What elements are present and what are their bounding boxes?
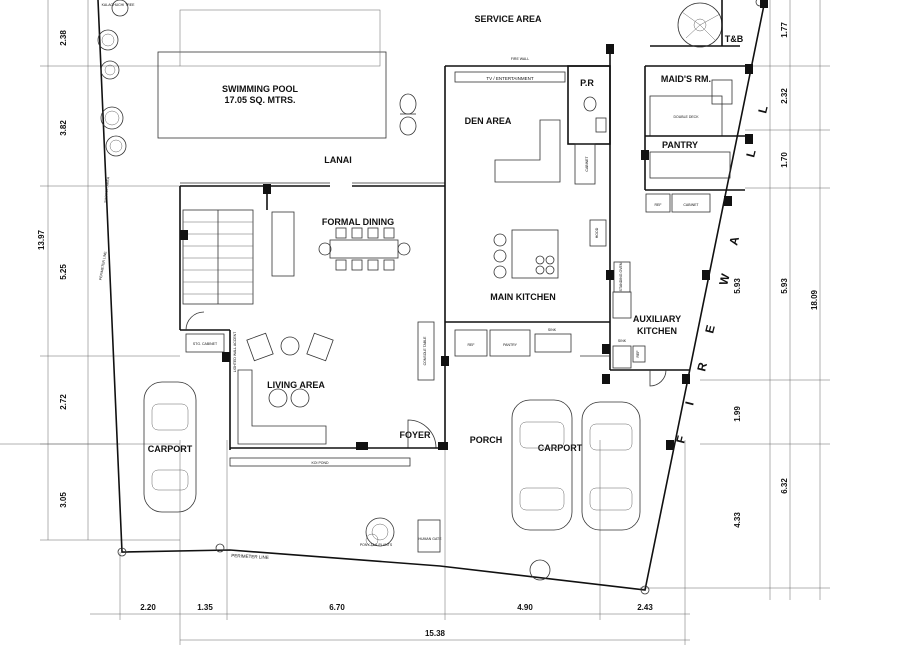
living-sofa [237,369,327,445]
tb-label: T&B [725,34,744,44]
den-sofa [494,119,561,183]
structural-columns [180,0,768,450]
spiral-stair [677,2,723,48]
koi-pond [229,457,411,467]
perimeter-line-left-label: PERIMETER LINE [99,250,108,280]
dim-bottom-5: 2.43 [637,603,653,612]
ref-lower-label: REF [468,343,475,347]
right-dimensions: 1.77 2.32 1.70 5.93 1.99 4.33 5.93 6.32 … [733,22,819,528]
den-area-label: DEN AREA [465,116,512,126]
koi-pond-label: KOI POND [311,461,329,465]
dim-right-5: 1.99 [733,406,742,422]
lighted-wall-accent-label: LIGHTED WALL ACCENT [233,331,237,372]
dim-right-4: 5.93 [733,278,742,294]
sink-label: SINK [548,328,557,332]
firewall-letter-i: I [682,399,697,407]
dim-bottom-2: 1.35 [197,603,213,612]
dim-left-1: 2.38 [59,30,68,46]
dim-bottom-1: 2.20 [140,603,156,612]
dim-right-total: 18.09 [810,289,819,310]
dim-right-3: 1.70 [780,152,789,168]
dim-right-6: 4.33 [733,512,742,528]
double-deck-label: DOUBLE DECK [673,115,699,119]
car-left [143,381,197,513]
ref-upper-label: REF [655,203,662,207]
cabinet-upper-label: CABINET [683,203,699,207]
firewall-lettering: F I R E W A L L [673,103,771,444]
foyer-label: FOYER [399,430,431,440]
swimming-pool [157,51,387,139]
dim-bottom-4: 4.90 [517,603,533,612]
pony-tail-plants-label: PONY TAIL PLANTS [360,543,393,547]
swimming-pool-label: SWIMMING POOL [222,84,298,94]
tree-cluster [97,0,129,157]
standing-oven-label: STANDING OVEN [619,262,623,291]
lounge-chairs [399,93,417,136]
carport-right-label: CARPORT [538,443,583,453]
firewall-letter-e: E [702,323,718,335]
bottom-dimensions: 2.20 1.35 6.70 4.90 2.43 15.38 [140,603,653,638]
pony-tail-plants [365,517,395,547]
carport-left-label: CARPORT [148,444,193,454]
service-area-label: SERVICE AREA [474,14,542,24]
dim-right-outer-2: 6.32 [780,478,789,494]
pantry-upper-label: PANTRY [662,140,698,150]
dim-left-total: 13.97 [37,229,46,250]
dimension-lines [0,0,830,645]
swimming-pool-area: 17.05 SQ. MTRS. [224,95,295,105]
perimeter-line-bottom-label: PERIMETER LINE [231,553,269,560]
car-right-1 [511,399,573,531]
dim-right-1: 1.77 [780,22,789,38]
formal-dining-label: FORMAL DINING [322,217,394,227]
porch-label: PORCH [470,435,503,445]
stg-cabinet-label: STG. CABINET [193,342,218,346]
main-kitchen-label: MAIN KITCHEN [490,292,556,302]
firewall-letter-w: W [716,271,733,286]
dim-left-4: 2.72 [59,394,68,410]
dim-left-3: 5.25 [59,264,68,280]
kalachuchi-tree-label: KALACHUCHI TREE [102,3,135,7]
auxiliary-kitchen-label: KITCHEN [637,326,677,336]
tv-entertainment-unit [454,71,566,83]
kitchen-island [511,229,559,279]
firewall-letter-f: F [673,433,689,444]
shower-area-label: SHOWER AREA [104,176,111,203]
auxiliary-label: AUXILIARY [633,314,681,324]
maids-room-label: MAID'S RM. [661,74,711,84]
fire-wall-label: FIRE WALL [511,57,529,61]
perimeter [97,0,766,595]
firewall-letter-a: A [726,234,742,247]
left-dimensions: 2.38 3.82 5.25 2.72 3.05 13.97 [37,30,68,508]
dim-right-2: 2.32 [780,88,789,104]
living-area-label: LIVING AREA [267,380,325,390]
console-table-label: CONSOLE TABLE [423,336,427,366]
dim-left-2: 3.82 [59,120,68,136]
main-stair [182,209,254,305]
dim-bottom-total: 15.38 [425,629,446,638]
human-gate-label: HUMAN GATE [418,537,442,541]
firewall-letter-l-1: L [743,147,759,158]
tv-entertainment-label: TV / ENTERTAINMENT [486,76,534,81]
pr-label: P.R [580,78,594,88]
living-chairs [246,332,334,408]
sink-aux-label: SINK [618,339,627,343]
dim-right-outer-1: 5.93 [780,278,789,294]
dining-buffet [271,211,295,277]
cabinet-den-label: CABINET [585,156,589,172]
lanai-label: LANAI [324,155,352,165]
hood-label: HOOD [595,227,599,238]
firewall-letter-r: R [694,360,710,373]
dining-table [318,227,411,271]
dim-left-5: 3.05 [59,492,68,508]
dim-bottom-3: 6.70 [329,603,345,612]
ref-aux-label: REF [636,351,640,358]
firewall-letter-l-2: L [755,103,771,114]
car-right-2 [581,401,641,531]
pantry-lower-label: PANTRY [503,343,518,347]
